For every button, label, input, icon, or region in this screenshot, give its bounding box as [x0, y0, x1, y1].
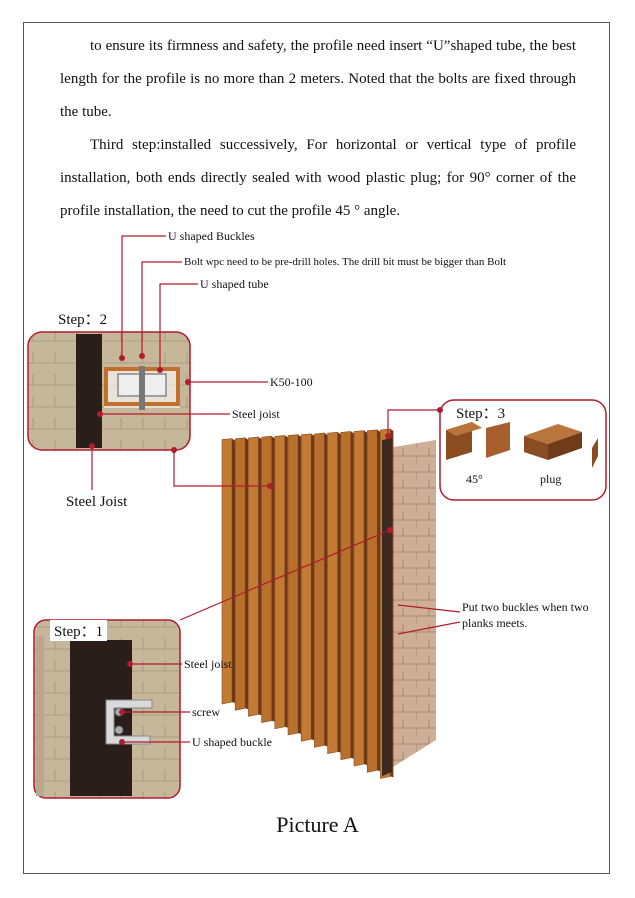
picture-caption: Picture A [276, 812, 359, 837]
wood-slat-side [298, 434, 301, 734]
wood-slat-side [311, 433, 315, 741]
wood-slat [314, 432, 325, 748]
callout-dots [89, 353, 443, 745]
label-plug: plug [540, 472, 562, 486]
label-45-angle: 45° [466, 472, 483, 486]
step1-title: Step：1 [50, 620, 108, 641]
label-u-buckle: U shaped buckle [192, 735, 272, 749]
wood-slat-side [258, 437, 262, 716]
wood-slat [274, 435, 286, 730]
wood-slat-side [350, 431, 354, 759]
step2-inset [27, 331, 191, 451]
wood-slat-side [271, 436, 275, 722]
wood-slat [353, 430, 365, 767]
wood-slat [261, 435, 272, 723]
label-step1-joist: Steel joist [184, 657, 232, 671]
label-u-tube: U shaped tube [200, 277, 269, 291]
step3-inset [439, 399, 607, 501]
wood-slat [234, 437, 246, 711]
label-steel-joist-big: Steel Joist [66, 494, 128, 510]
steel-joist-edge [382, 438, 392, 776]
wood-slat [287, 434, 299, 736]
wood-slat-side [232, 438, 235, 703]
wood-slat-side [245, 437, 249, 710]
wood-slat-side [337, 432, 341, 753]
cladding-wall [221, 428, 436, 779]
wood-slat-side [324, 433, 328, 747]
wood-slat [327, 431, 338, 754]
step2-title: Step：2 [58, 312, 108, 328]
wood-slat [340, 431, 352, 761]
page-border [23, 22, 610, 874]
step3-title: Step：3 [456, 406, 506, 422]
label-u-buckles: U shaped Buckles [168, 229, 255, 243]
wood-slat [366, 429, 378, 773]
wood-slat [300, 433, 312, 742]
label-two-buckles-1: Put two buckles when two [462, 600, 589, 614]
label-bolt-note: Bolt wpc need to be pre-drill holes. The… [184, 256, 507, 268]
callout-lines [91, 235, 461, 743]
paragraph-third-step: Third step:installed successively, For h… [60, 137, 576, 219]
wood-slat [248, 436, 259, 717]
step1-inset [33, 619, 181, 799]
label-two-buckles-2: planks meets. [462, 616, 528, 630]
wood-slat-side [284, 435, 288, 728]
paragraph-tube: to ensure its firmness and safety, the p… [60, 38, 576, 120]
wood-slat-side [364, 430, 367, 765]
wood-slat-side [377, 429, 381, 772]
label-steel-joist: Steel joist [232, 407, 280, 421]
label-screw: screw [192, 705, 220, 719]
label-k50: K50-100 [270, 375, 313, 389]
